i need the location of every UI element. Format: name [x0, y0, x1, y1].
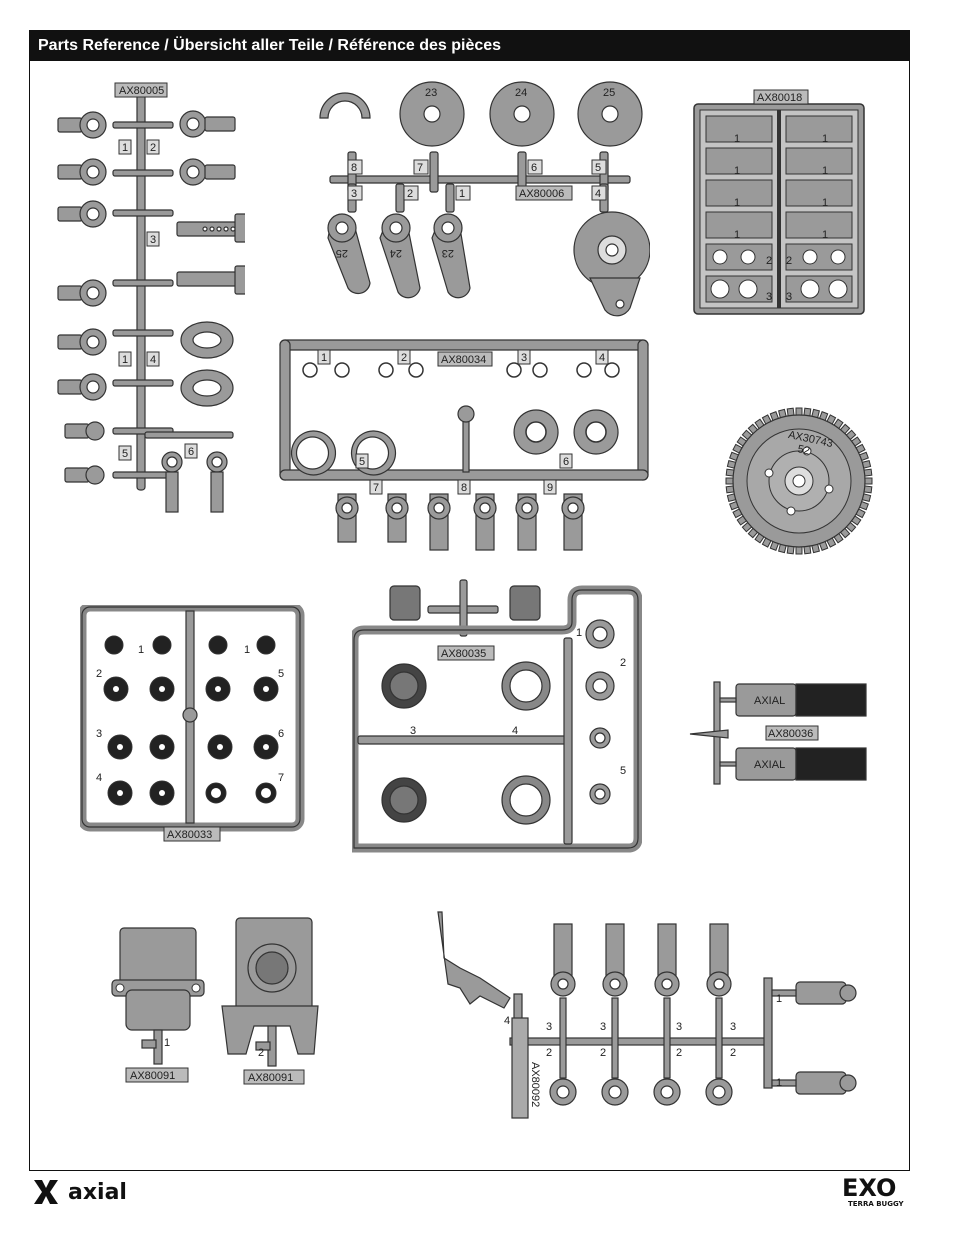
part-number: 2 [546, 1047, 552, 1059]
part-number: 1 [734, 133, 740, 145]
parts-tree-ax80033: 1 1 2 5 3 6 4 7 AX80033 [80, 605, 305, 847]
axial-logo: axial [30, 1174, 170, 1213]
part-number: 1 [822, 197, 828, 209]
part-number: 3 [766, 291, 772, 303]
part-number: 9 [547, 482, 553, 494]
part-number: 1 [576, 627, 582, 639]
gear-tooth-count: 52 [796, 443, 810, 457]
part-number: 1 [122, 354, 128, 366]
part-number: 6 [188, 446, 194, 458]
part-number: 1 [734, 229, 740, 241]
part-number: 1 [734, 197, 740, 209]
parts-tree-ax80035: AX80035 1 2 3 4 5 [352, 578, 642, 853]
parts-tree-ax80091-gearbox: AX80091 1 [108, 922, 208, 1087]
part-number: 7 [417, 162, 423, 174]
tree-label-ax80018: AX80018 [757, 92, 802, 104]
tree-label-ax80092: AX80092 [529, 1062, 541, 1107]
part-number: 1 [822, 165, 828, 177]
part-number: 1 [244, 644, 250, 656]
exo-subtitle: TERRA BUGGY [848, 1200, 905, 1208]
part-number: 2 [786, 255, 792, 267]
part-number: 6 [563, 456, 569, 468]
part-number: 24 [515, 87, 527, 99]
tree-label-ax80091: AX80091 [130, 1070, 175, 1082]
part-number: 3 [600, 1021, 606, 1033]
part-number: 4 [595, 188, 601, 200]
part-number: 5 [595, 162, 601, 174]
part-number: 3 [150, 234, 156, 246]
arm-number: 24 [390, 247, 402, 259]
part-number: 5 [278, 668, 284, 680]
part-number: 3 [730, 1021, 736, 1033]
part-number: 1 [122, 142, 128, 154]
part-number: 23 [425, 87, 437, 99]
spur-gear-ax30743: AX30743 52 [724, 405, 874, 557]
tree-label-ax80035: AX80035 [441, 648, 486, 660]
arm-number: 23 [442, 247, 454, 259]
part-number: 1 [776, 1077, 782, 1089]
brand-mark: AXIAL [754, 695, 785, 707]
part-number: 7 [278, 772, 284, 784]
part-number: 2 [730, 1047, 736, 1059]
part-number: 1 [459, 188, 465, 200]
part-number: 1 [776, 993, 782, 1005]
part-number: 4 [512, 725, 518, 737]
tree-label-ax80091: AX80091 [248, 1072, 293, 1084]
part-number: 1 [321, 352, 327, 364]
part-number: 6 [531, 162, 537, 174]
parts-tree-ax80018: AX80018 1 1 1 1 1 1 1 1 2 2 3 3 [692, 86, 867, 318]
part-number: 2 [407, 188, 413, 200]
part-number: 3 [410, 725, 416, 737]
part-number: 2 [401, 352, 407, 364]
part-number: 1 [822, 133, 828, 145]
tree-label-ax80036: AX80036 [768, 728, 813, 740]
page-title: Parts Reference / Übersicht aller Teile … [30, 31, 909, 61]
part-number: 3 [351, 188, 357, 200]
part-number: 5 [620, 765, 626, 777]
exo-wordmark: EXO [842, 1174, 896, 1202]
part-number: 2 [766, 255, 772, 267]
part-number: 25 [603, 87, 615, 99]
part-number: 2 [676, 1047, 682, 1059]
part-number: 3 [786, 291, 792, 303]
tree-label-ax80033: AX80033 [167, 829, 212, 841]
parts-tree-ax80034: 1 2 AX80034 3 4 5 6 7 8 9 [278, 336, 656, 551]
part-number: 8 [351, 162, 357, 174]
part-number: 4 [599, 352, 605, 364]
tree-label-ax80034: AX80034 [441, 354, 486, 366]
parts-tree-ax80005: AX80005 1 2 3 1 4 5 6 [55, 80, 245, 520]
part-number: 1 [138, 644, 144, 656]
part-number: 3 [676, 1021, 682, 1033]
parts-tree-ax80036: AXIAL AXIAL AX80036 [688, 678, 873, 788]
part-number: 3 [521, 352, 527, 364]
part-number: 4 [504, 1015, 510, 1027]
part-number: 5 [359, 456, 365, 468]
axial-mark-icon [34, 1180, 58, 1204]
arm-number: 25 [336, 247, 348, 259]
part-number: 1 [734, 165, 740, 177]
part-number: 2 [620, 657, 626, 669]
part-number: 6 [278, 728, 284, 740]
part-number: 3 [546, 1021, 552, 1033]
tree-label-ax80006: AX80006 [519, 188, 564, 200]
part-number: 4 [150, 354, 156, 366]
part-number: 1 [822, 229, 828, 241]
part-number: 2 [600, 1047, 606, 1059]
tree-label-ax80005: AX80005 [119, 85, 164, 97]
part-number: 5 [122, 448, 128, 460]
brand-mark: AXIAL [754, 759, 785, 771]
part-number: 2 [258, 1047, 264, 1059]
exo-logo: EXO TERRA BUGGY [840, 1174, 914, 1213]
part-number: 4 [96, 772, 102, 784]
parts-tree-ax80092: 4 3 3 3 3 2 2 2 2 1 1 AX80092 [430, 908, 865, 1133]
part-number: 7 [373, 482, 379, 494]
part-number: 1 [164, 1037, 170, 1049]
part-number: 8 [461, 482, 467, 494]
part-number: 2 [96, 668, 102, 680]
parts-tree-ax80006: 23 24 25 8 7 6 5 3 2 1 AX80006 4 25 24 2… [310, 78, 650, 328]
part-number: 3 [96, 728, 102, 740]
axial-wordmark: axial [68, 1180, 127, 1205]
part-number: 2 [150, 142, 156, 154]
parts-tree-ax80091-housing: AX80091 2 [218, 914, 323, 1089]
